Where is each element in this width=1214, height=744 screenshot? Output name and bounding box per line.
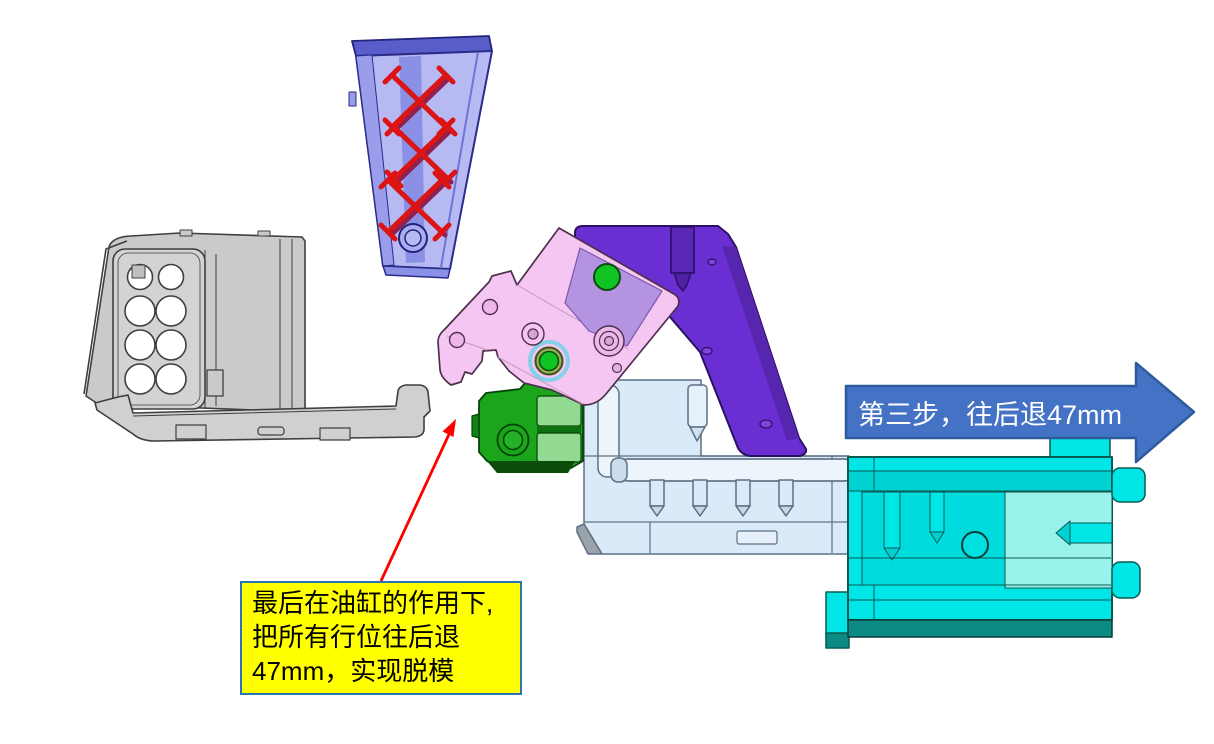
- cyan-pin: [1069, 522, 1113, 544]
- gray-hole-panel-inner: [117, 252, 201, 406]
- pointer-line: [379, 429, 453, 582]
- locking-block-green: [471, 380, 584, 473]
- slide-pegs: [649, 479, 794, 517]
- slide-base-pipe: [687, 384, 708, 428]
- slide-rod: [616, 458, 856, 482]
- wedge-left-strip: [355, 54, 395, 267]
- gray-holes: [124, 263, 187, 395]
- cyan-protrusion: [1111, 467, 1146, 503]
- callout-line: 47mm，实现脱模: [252, 656, 455, 686]
- purple-edge-band: [722, 246, 799, 441]
- wedge-hole-inner: [404, 229, 422, 247]
- gray-rail-slot: [257, 426, 285, 436]
- molded-part-gray: [83, 229, 431, 442]
- wedge-bottom-face: [382, 265, 451, 279]
- gray-cutout: [206, 369, 224, 397]
- green-bore-inner: [502, 429, 524, 451]
- slide-base-bump: [736, 530, 778, 545]
- slide-insert-purple: [574, 225, 808, 457]
- slide-base-foot: [576, 523, 603, 555]
- slide-base-pipe-tip: [689, 426, 706, 442]
- cyan-hole: [961, 531, 989, 559]
- cyan-band: [849, 471, 1111, 491]
- callout-box: 最后在油缸的作用下, 把所有行位往后退 47mm，实现脱模: [240, 581, 522, 695]
- purple-nub: [707, 258, 717, 266]
- slide-base-pale: [576, 379, 856, 555]
- gray-rail-notch: [175, 424, 207, 440]
- green-bottom: [487, 461, 575, 473]
- gray-rail-notch: [319, 427, 351, 441]
- purple-cylinder-tip: [673, 272, 692, 292]
- pink-green-pin: [593, 263, 621, 291]
- wedge-side-bump: [348, 91, 357, 107]
- angle-pin-bracket-pink: [437, 227, 680, 406]
- green-divider: [537, 426, 581, 433]
- step-arrow-shape: [844, 361, 1196, 464]
- gray-top-tab: [179, 229, 193, 237]
- gray-rail-line: [132, 408, 397, 417]
- cylinder-slide-cyan: [825, 436, 1146, 649]
- green-panel: [536, 432, 582, 463]
- cyan-bottom-strip: [847, 619, 1113, 638]
- pink-bushing-ring: [528, 340, 570, 382]
- cyan-protrusion: [1111, 561, 1141, 599]
- purple-nub: [759, 419, 773, 429]
- cyan-top-tab: [1049, 436, 1111, 460]
- purple-nub: [701, 346, 713, 356]
- gray-panel-lines: [204, 239, 293, 410]
- cyan-pin-tip: [1055, 520, 1071, 546]
- pink-double-ring-mid: [598, 330, 620, 352]
- cyan-left-block: [825, 591, 850, 637]
- purple-body: [574, 225, 808, 457]
- cyan-lower-lines: [849, 557, 1111, 601]
- pink-double-ring-inner: [603, 335, 615, 347]
- callout-line: 把所有行位往后退: [252, 622, 461, 652]
- green-left-step: [471, 413, 480, 439]
- slide-base-edge: [584, 455, 849, 553]
- step-arrow-label: 第三步，往后退47mm: [857, 399, 1122, 430]
- pink-hole: [611, 362, 623, 374]
- callout-line: 最后在油缸的作用下,: [252, 588, 494, 618]
- cyan-pegs: [883, 491, 945, 561]
- pink-green-pin: [538, 350, 560, 372]
- wedge-right-line: [440, 51, 479, 268]
- pink-ring-inner: [527, 328, 539, 340]
- pink-hole: [448, 331, 466, 349]
- gray-top-tab: [257, 230, 271, 237]
- purple-cylinder: [670, 226, 695, 274]
- slide-rod-cap: [610, 457, 628, 483]
- pink-hole: [481, 298, 499, 316]
- cyan-left-block-foot: [825, 632, 850, 649]
- wedge-lock-blue: [348, 35, 493, 279]
- pointer-head: [442, 419, 456, 437]
- gray-left-rim: [83, 240, 128, 395]
- pointer-arrow: [379, 419, 456, 582]
